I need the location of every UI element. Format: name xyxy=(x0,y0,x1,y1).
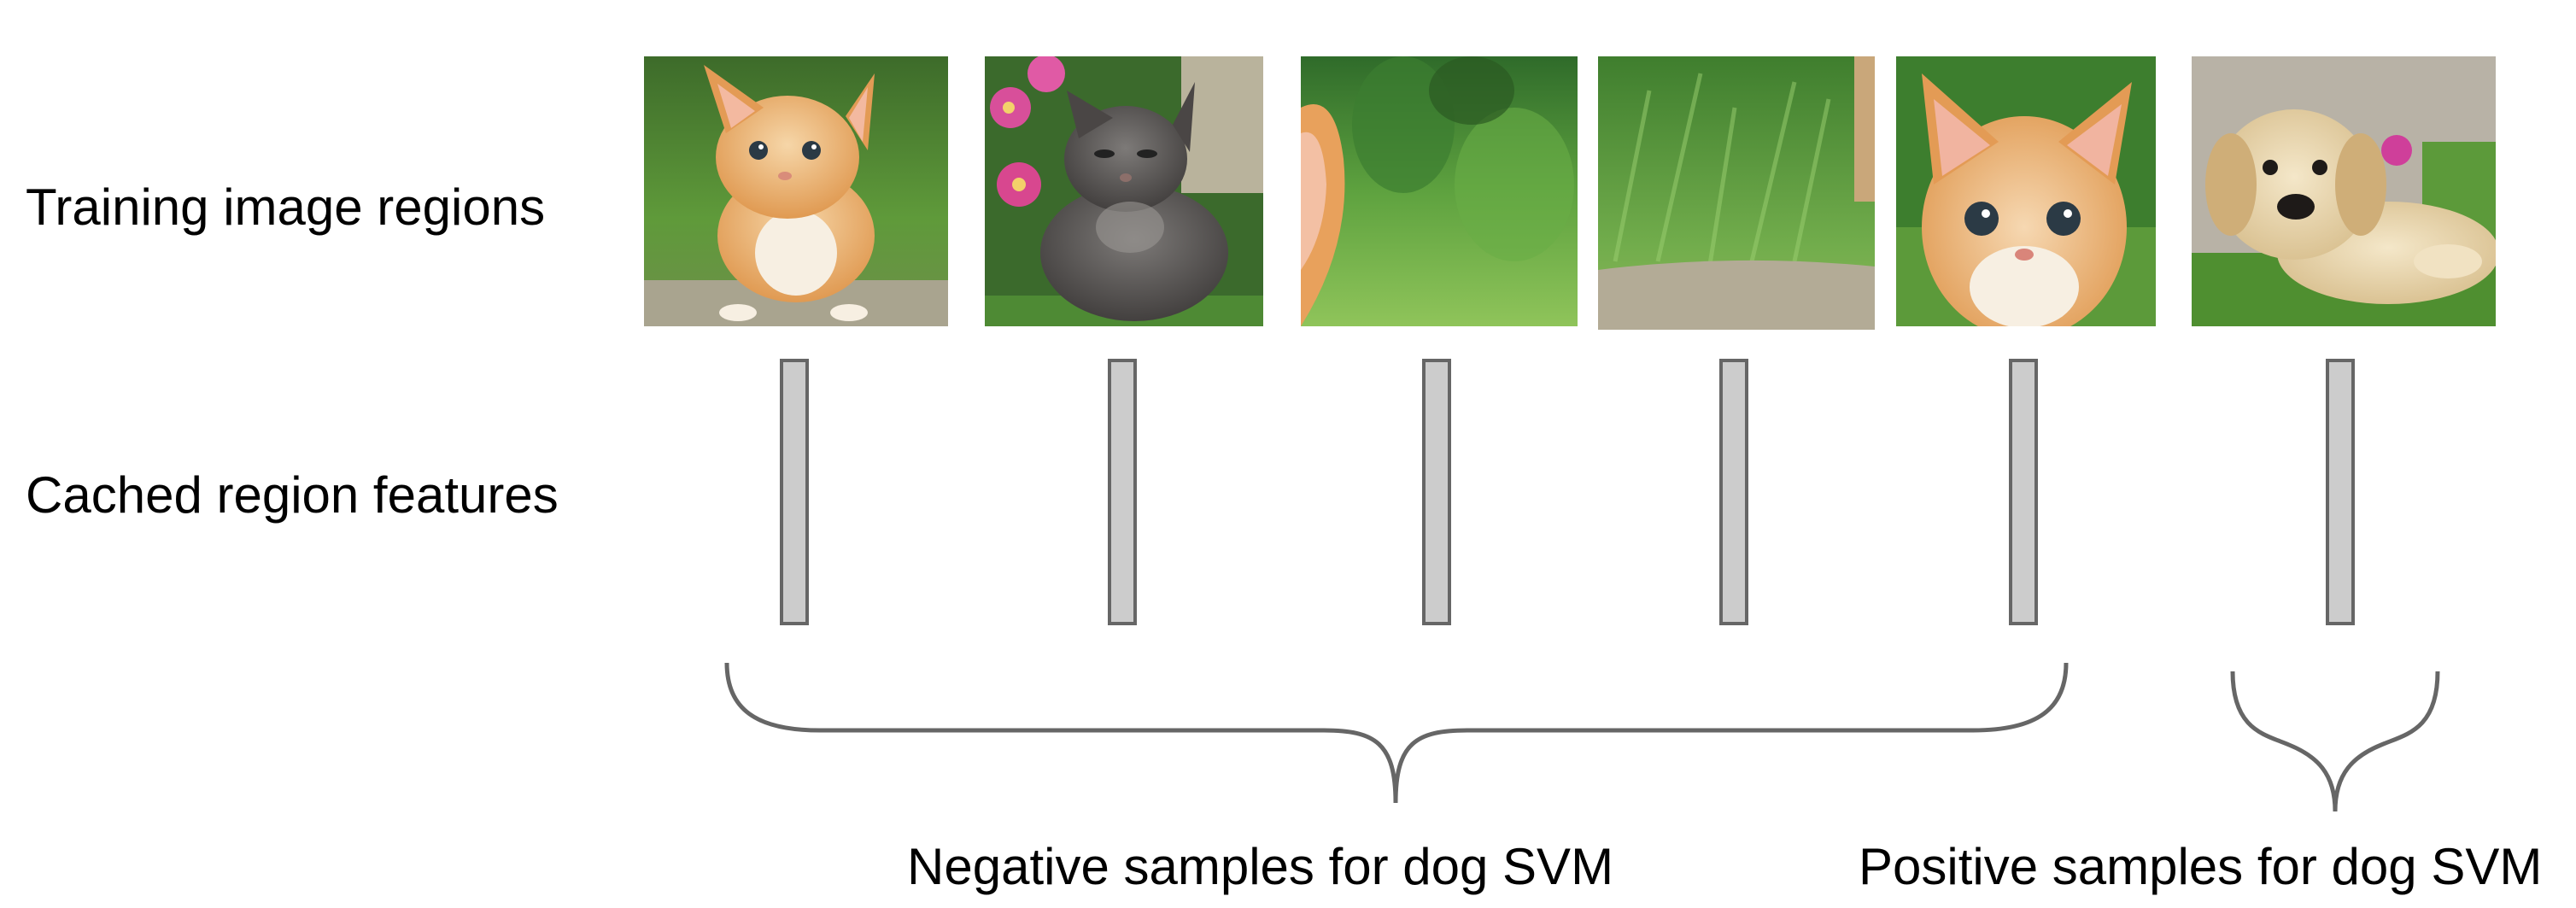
training-image-regions-label: Training image regions xyxy=(26,179,546,236)
gray-kitten-flowers-image xyxy=(985,56,1263,326)
feature-vector xyxy=(1108,359,1137,625)
cached-region-features-label: Cached region features xyxy=(26,466,559,524)
puppy-image xyxy=(2192,56,2496,326)
kitten-sitting-image xyxy=(644,56,948,326)
negative-samples-caption: Negative samples for dog SVM xyxy=(907,838,1614,895)
grass-stone-image xyxy=(1598,56,1875,330)
feature-vector xyxy=(1422,359,1451,625)
positive-samples-caption: Positive samples for dog SVM xyxy=(1859,838,2543,895)
negative-samples-brace xyxy=(724,662,2069,804)
feature-vector xyxy=(2326,359,2355,625)
positive-samples-brace xyxy=(2230,671,2440,812)
feature-vector xyxy=(780,359,809,625)
feature-vector xyxy=(2009,359,2038,625)
feature-vector xyxy=(1719,359,1748,625)
kitten-ear-grass-image xyxy=(1301,56,1578,326)
kitten-face-image xyxy=(1896,56,2156,326)
